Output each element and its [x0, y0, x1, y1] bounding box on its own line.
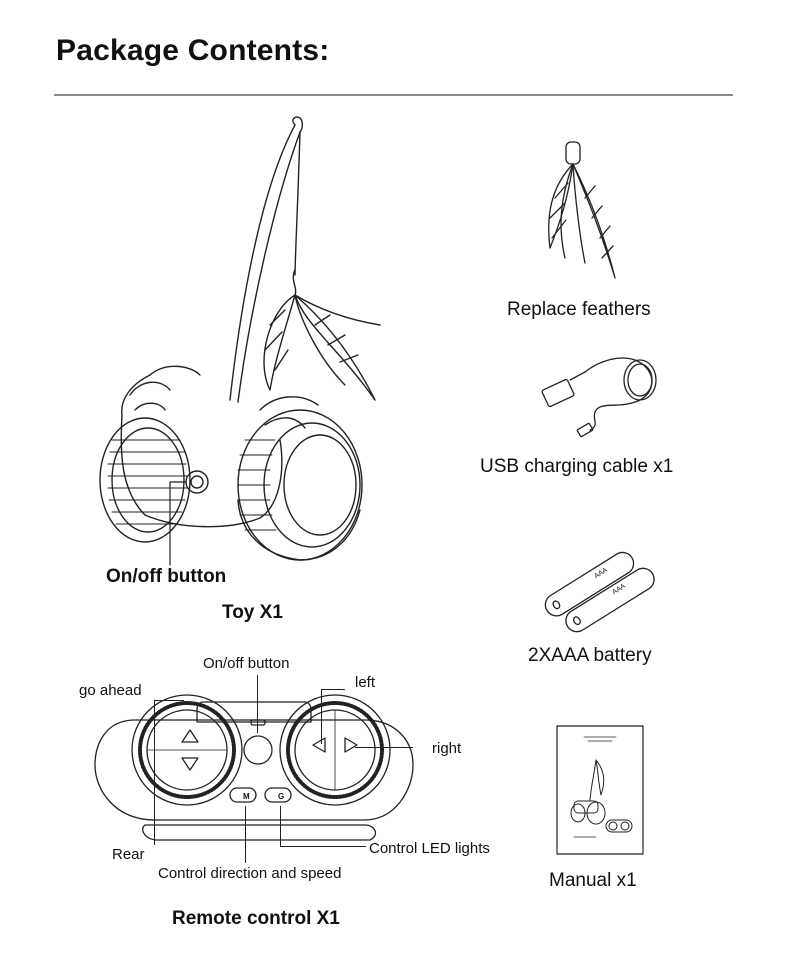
left-label: left [355, 674, 376, 691]
callout-right [355, 747, 413, 748]
g-button[interactable]: G [278, 792, 285, 801]
callout-rear [154, 700, 155, 845]
battery-icon [544, 551, 655, 633]
remote-name-label: Remote control X1 [172, 908, 340, 929]
toy-robot-icon [99, 116, 381, 566]
page-title: Package Contents: [56, 34, 330, 67]
toy-name-label: Toy X1 [222, 602, 283, 623]
callout-led-v [280, 806, 281, 846]
usb-label: USB charging cable x1 [480, 456, 674, 477]
go-ahead-label: go ahead [79, 682, 142, 699]
feathers-label: Replace feathers [507, 299, 651, 320]
remote-control-icon [94, 694, 414, 841]
callout-left-v [321, 689, 322, 744]
toy-onoff-label: On/off button [106, 566, 227, 587]
feather-icon [548, 141, 616, 279]
control-led-label: Control LED lights [369, 840, 490, 857]
title-divider [54, 94, 733, 96]
remote-onoff-label: On/off button [203, 655, 290, 672]
m-button[interactable]: M [243, 792, 250, 801]
callout-led-h [280, 846, 366, 847]
callout-go-ahead [154, 700, 184, 701]
rear-label: Rear [112, 846, 145, 863]
callout-left-h [321, 689, 345, 690]
right-label: right [432, 740, 462, 757]
callout-onoff [257, 675, 258, 733]
usb-cable-icon [541, 357, 657, 438]
manual-icon [556, 725, 644, 855]
battery-label: 2XAAA battery [528, 645, 652, 666]
callout-direction [245, 806, 246, 863]
manual-label: Manual x1 [549, 870, 637, 891]
control-direction-label: Control direction and speed [158, 865, 342, 882]
